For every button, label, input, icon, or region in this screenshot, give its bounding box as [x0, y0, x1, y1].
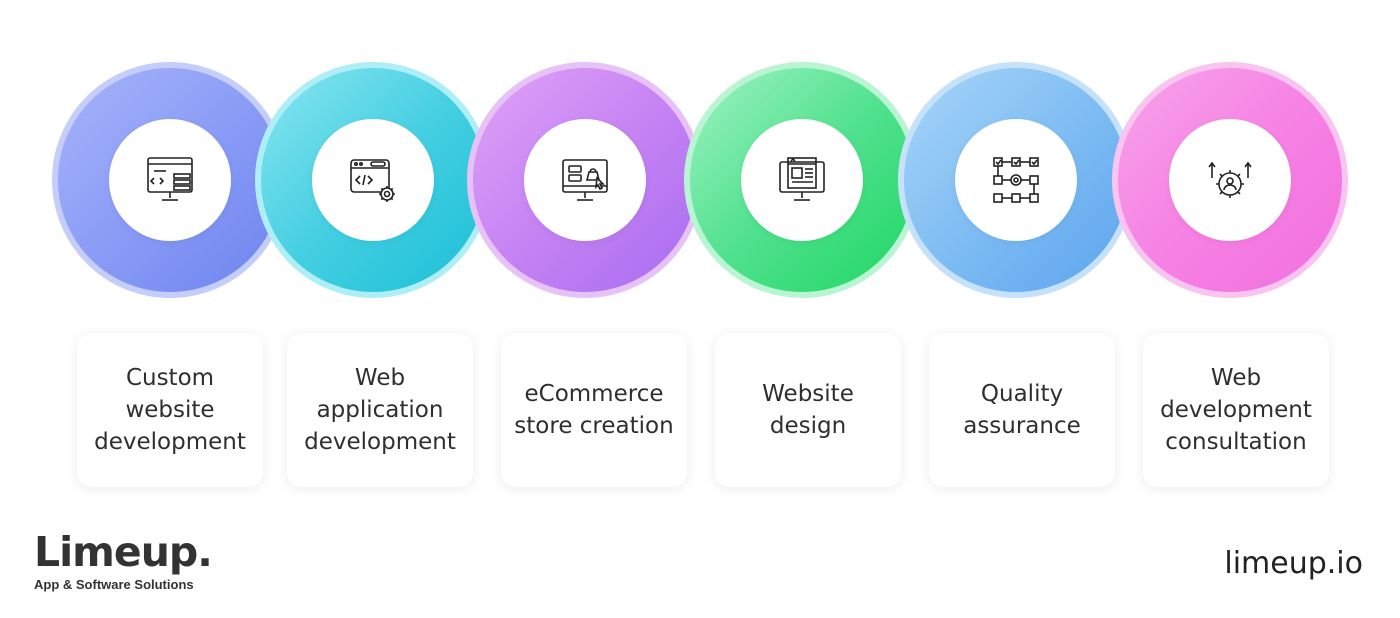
step-card-2: Web application development	[287, 333, 473, 487]
code-monitor-icon	[147, 157, 193, 201]
step-card-5: Quality assurance	[929, 333, 1115, 487]
icon-holder	[955, 119, 1077, 241]
step-label: Web application development	[304, 365, 456, 455]
step-circle-5	[898, 62, 1134, 298]
step-label: Website design	[762, 381, 854, 439]
step-card-1: Custom website development	[77, 333, 263, 487]
brand-url: limeup.io	[1224, 546, 1363, 581]
step-circle-6	[1112, 62, 1348, 298]
icon-holder	[524, 119, 646, 241]
step-circle-2	[255, 62, 491, 298]
icon-holder	[1169, 119, 1291, 241]
step-card-3: eCommerce store creation	[501, 333, 687, 487]
code-window-gear-icon	[350, 159, 395, 202]
icon-holder	[741, 119, 863, 241]
step-card-4: Website design	[715, 333, 901, 487]
step-circle-1	[52, 62, 288, 298]
step-label: Quality assurance	[963, 381, 1081, 439]
step-card-6: Web development consultation	[1143, 333, 1329, 487]
step-label: Web development consultation	[1160, 365, 1312, 455]
icon-holder	[312, 119, 434, 241]
step-label: Custom website development	[94, 365, 246, 455]
icon-holder	[109, 119, 231, 241]
ecommerce-monitor-icon	[562, 159, 608, 201]
step-circle-3	[467, 62, 703, 298]
consultation-gear-icon	[1208, 161, 1252, 198]
step-label: eCommerce store creation	[514, 381, 674, 439]
brand-logo: Limeup. App & Software Solutions	[34, 528, 213, 592]
brand-name: Limeup.	[34, 528, 213, 576]
step-circle-4	[684, 62, 920, 298]
qa-flowchart-icon	[993, 157, 1039, 203]
brand-tagline: App & Software Solutions	[34, 577, 194, 592]
web-design-monitor-icon	[779, 157, 825, 201]
